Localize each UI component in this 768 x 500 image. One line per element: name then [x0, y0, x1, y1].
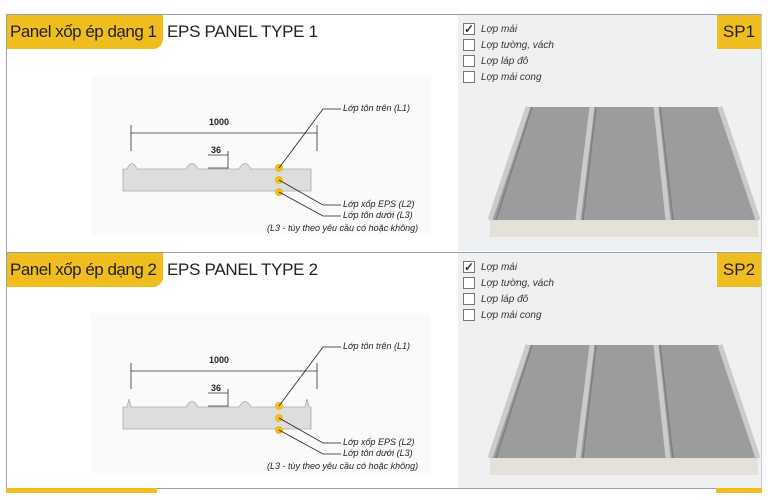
- panel-profile-drawing: [122, 346, 341, 455]
- checkbox-checked[interactable]: ✓: [463, 260, 475, 274]
- cross-section-diagram: 1000 36 Lớp tôn trên (L1) Lớp xốp EPS (L…: [91, 313, 431, 473]
- option-label: Lợp láp đô: [481, 55, 529, 67]
- usage-option[interactable]: Lợp tường, vách: [463, 37, 554, 53]
- checkbox[interactable]: [463, 277, 475, 289]
- usage-option[interactable]: ✓ Lợp mái: [463, 259, 554, 275]
- option-label: Lợp mái: [481, 23, 518, 35]
- product-code-badge: SP2: [717, 253, 761, 287]
- label-l1: Lớp tôn trên (L1): [343, 103, 410, 113]
- label-l2: Lớp xốp EPS (L2): [343, 199, 415, 209]
- checkbox[interactable]: [463, 293, 475, 305]
- checkbox[interactable]: [463, 309, 475, 321]
- label-l1: Lớp tôn trên (L1): [343, 341, 410, 351]
- label-note: (L3 - tùy theo yêu cầu có hoặc không): [267, 223, 419, 233]
- usage-option[interactable]: ✓ Lợp mái: [463, 21, 554, 37]
- product-panel: ✓ Lợp mái Lợp tường, vách Lợp láp đô Lợp…: [458, 15, 761, 251]
- section-title: EPS PANEL TYPE 2: [167, 260, 318, 279]
- product-panel: ✓ Lợp mái Lợp tường, vách Lợp láp đô Lợp…: [458, 253, 761, 489]
- usage-option[interactable]: Lợp láp đô: [463, 291, 554, 307]
- label-l3: Lớp tôn dưới (L3): [343, 210, 413, 220]
- option-label: Lợp mái: [481, 261, 518, 273]
- option-label: Lợp mái cong: [481, 309, 542, 321]
- option-label: Lợp tường, vách: [481, 277, 554, 289]
- checkbox-checked[interactable]: ✓: [463, 22, 475, 36]
- label-note: (L3 - tùy theo yêu cầu có hoặc không): [267, 461, 419, 471]
- height-dimension: 36: [211, 383, 222, 393]
- label-l2: Lớp xốp EPS (L2): [343, 437, 415, 447]
- panel-profile-drawing: [122, 108, 341, 217]
- panel-section: Panel xốp ép dạng 2 EPS PANEL TYPE 2 100…: [6, 252, 762, 490]
- option-label: Lợp tường, vách: [481, 39, 554, 51]
- cross-section-diagram: 1000 36 Lớp tôn trên (L1) Lớp xốp EPS (L…: [91, 75, 431, 235]
- option-label: Lợp mái cong: [481, 71, 542, 83]
- checkbox[interactable]: [463, 71, 475, 83]
- option-label: Lợp láp đô: [481, 293, 529, 305]
- height-dimension: 36: [211, 145, 222, 155]
- usage-option[interactable]: Lợp mái cong: [463, 69, 554, 85]
- section-tab: Panel xốp ép dạng 2: [7, 253, 164, 287]
- bottom-accent-left: [6, 488, 157, 493]
- width-dimension: 1000: [209, 355, 230, 365]
- usage-option[interactable]: Lợp láp đô: [463, 53, 554, 69]
- panel-3d-image: [487, 106, 761, 237]
- bottom-accent-right: [716, 488, 762, 493]
- checkbox[interactable]: [463, 39, 475, 51]
- usage-options: ✓ Lợp mái Lợp tường, vách Lợp láp đô Lợp…: [463, 21, 554, 85]
- product-code-badge: SP1: [717, 15, 761, 49]
- bottom-border: [6, 488, 762, 489]
- section-title: EPS PANEL TYPE 1: [167, 22, 318, 41]
- section-tab: Panel xốp ép dạng 1: [7, 15, 164, 49]
- label-l3: Lớp tôn dưới (L3): [343, 448, 413, 458]
- panel-section: Panel xốp ép dạng 1 EPS PANEL TYPE 1 100…: [6, 14, 762, 252]
- usage-option[interactable]: Lợp mái cong: [463, 307, 554, 323]
- width-dimension: 1000: [209, 117, 230, 127]
- usage-options: ✓ Lợp mái Lợp tường, vách Lợp láp đô Lợp…: [463, 259, 554, 323]
- panel-3d-image: [487, 344, 761, 475]
- checkbox[interactable]: [463, 55, 475, 67]
- usage-option[interactable]: Lợp tường, vách: [463, 275, 554, 291]
